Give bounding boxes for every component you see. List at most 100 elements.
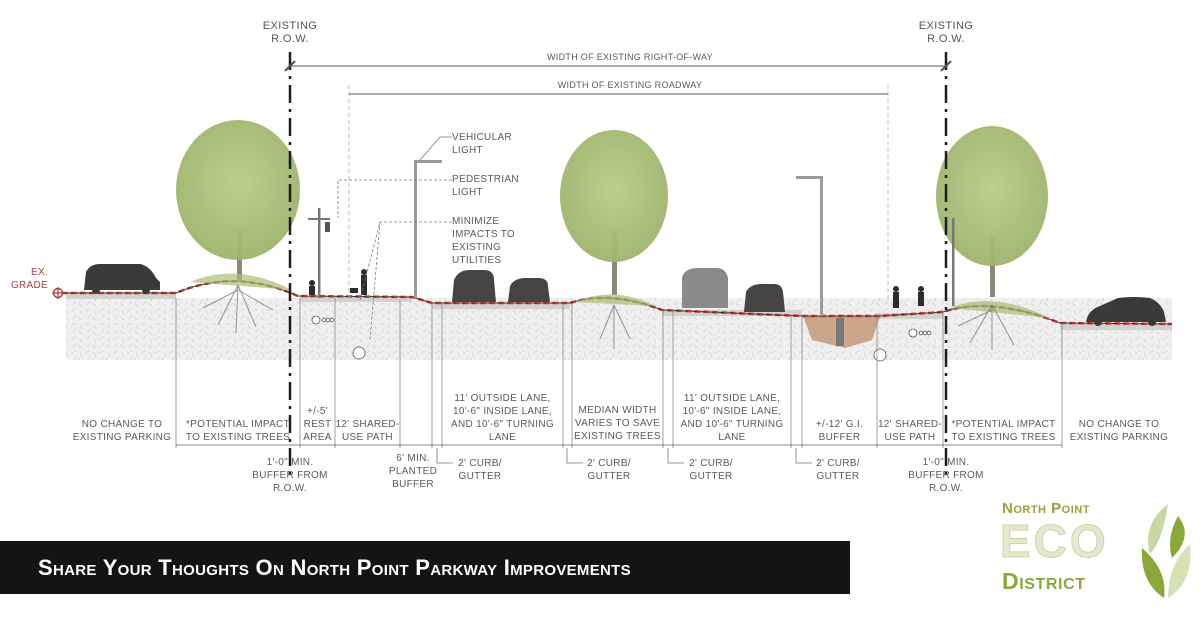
label-line: PLANTED	[388, 466, 438, 477]
label-line: LIGHT	[452, 187, 483, 198]
label-line: 2' CURB/	[458, 458, 502, 469]
label-line: USE PATH	[884, 432, 936, 443]
label-line: GUTTER	[587, 471, 631, 482]
label-line: 12' SHARED-	[335, 419, 400, 430]
label-line: EXISTING TREES	[574, 431, 661, 442]
segment-trees-right: *POTENTIAL IMPACT TO EXISTING TREES	[945, 418, 1062, 444]
note-curb-2: 2' CURB/ GUTTER	[584, 457, 634, 483]
leaf-icon	[1141, 504, 1191, 598]
label-line: 1'-0" MIN.	[266, 457, 314, 468]
label-line: *POTENTIAL IMPACT	[951, 419, 1056, 430]
label-line: 2' CURB/	[816, 458, 860, 469]
pedestrian-light-pole-right-icon	[952, 218, 955, 306]
vehicular-light-pole-icon	[414, 160, 442, 298]
tree-left-icon	[176, 120, 300, 290]
label-line: BUFFER FROM	[252, 470, 328, 481]
pedestrian-light-callout: PEDESTRIAN LIGHT	[452, 173, 519, 199]
callout-leaders	[337, 136, 452, 341]
label-line: *POTENTIAL IMPACT	[185, 419, 290, 430]
note-buffer-left: 1'-0" MIN. BUFFER FROM R.O.W.	[250, 456, 330, 495]
label-line: R.O.W.	[927, 33, 965, 45]
label-line: +/-12' G.I.	[815, 419, 864, 430]
label-line: 6' MIN.	[396, 453, 430, 464]
label-line: BUFFER	[818, 432, 861, 443]
utilities-callout: MINIMIZE IMPACTS TO EXISTING UTILITIES	[452, 215, 515, 267]
label-line: EXISTING PARKING	[1069, 432, 1169, 443]
pedestrians-right-icon	[893, 286, 924, 308]
label-line: IMPACTS TO	[452, 229, 516, 240]
label-line: MEDIAN WIDTH	[578, 405, 657, 416]
label-line: AREA	[303, 432, 332, 443]
tree-median-icon	[560, 130, 668, 306]
gi-buffer-swale	[803, 316, 880, 348]
segment-gi-buffer: +/-12' G.I. BUFFER	[802, 418, 877, 444]
label-line: USE PATH	[342, 432, 393, 443]
label-line: R.O.W.	[271, 33, 309, 45]
label-line: R.O.W.	[928, 483, 964, 494]
pedestrians-left-icon	[309, 269, 367, 295]
bus-lane-1-icon	[682, 268, 728, 308]
segment-dividers	[175, 298, 1063, 448]
segment-rest-area: +/-5' REST AREA	[300, 405, 335, 444]
label-line: EXISTING	[918, 20, 974, 32]
parked-suv-left-icon	[84, 264, 160, 294]
label-line: MINIMIZE	[452, 216, 500, 227]
segment-median: MEDIAN WIDTH VARIES TO SAVE EXISTING TRE…	[572, 404, 663, 443]
car-lane-1-icon	[452, 270, 496, 302]
label-line: VARIES TO SAVE	[574, 418, 661, 429]
row-width-label: WIDTH OF EXISTING RIGHT-OF-WAY	[547, 52, 713, 62]
label-line: NO CHANGE TO	[81, 419, 163, 430]
label-line: GRADE	[10, 280, 48, 291]
car-lane-3-icon	[744, 284, 785, 312]
label-line: LIGHT	[452, 145, 483, 156]
label-line: EXISTING	[262, 20, 318, 32]
logo-line-3: District	[1002, 568, 1086, 594]
note-curb-1: 2' CURB/ GUTTER	[455, 457, 505, 483]
label-line: AND 10'-6" TURNING	[451, 419, 554, 430]
logo-line-1: North Point	[1002, 500, 1090, 517]
label-line: TO EXISTING TREES	[951, 432, 1056, 443]
logo-line-2: ECO	[1000, 515, 1109, 567]
label-line: REST	[303, 419, 332, 430]
label-line: 12' SHARED-	[877, 419, 943, 430]
vehicular-light-pole-right-icon	[796, 176, 823, 316]
call-to-action-banner: Share Your Thoughts On North Point Parkw…	[0, 541, 850, 594]
banner-text: Share Your Thoughts On North Point Parkw…	[38, 554, 631, 580]
label-line: GUTTER	[816, 471, 860, 482]
segment-lanes-right: 11' OUTSIDE LANE, 10'-6" INSIDE LANE, AN…	[673, 392, 791, 444]
label-line: +/-5'	[307, 406, 328, 417]
segment-lanes-left: 11' OUTSIDE LANE, 10'-6" INSIDE LANE, AN…	[442, 392, 563, 444]
label-line: 11' OUTSIDE LANE,	[454, 393, 551, 404]
curb-leaders	[436, 448, 812, 464]
label-line: 11' OUTSIDE LANE,	[683, 393, 781, 404]
parked-car-right-icon	[1086, 297, 1166, 326]
label-line: PEDESTRIAN	[452, 174, 519, 185]
label-line: TO EXISTING TREES	[185, 432, 291, 443]
grade-marker-icon	[52, 287, 64, 299]
label-line: 1'-0" MIN.	[922, 457, 970, 468]
label-line: 2' CURB/	[587, 458, 631, 469]
existing-grade-label: EX. GRADE	[4, 266, 48, 292]
existing-row-right-label: EXISTING R.O.W.	[906, 20, 986, 46]
label-line: 2' CURB/	[689, 458, 733, 469]
label-line: GUTTER	[689, 471, 733, 482]
label-line: UTILITIES	[452, 255, 502, 266]
label-line: VEHICULAR	[452, 132, 512, 143]
label-line: EX.	[30, 267, 48, 278]
note-planted-buffer: 6' MIN. PLANTED BUFFER	[388, 452, 438, 491]
label-line: GUTTER	[458, 471, 502, 482]
label-line: 10'-6" INSIDE LANE,	[682, 406, 782, 417]
dimension-row-width	[284, 60, 952, 72]
label-line: BUFFER FROM	[908, 470, 984, 481]
label-line: NO CHANGE TO	[1078, 419, 1160, 430]
car-lane-2-icon	[508, 278, 550, 302]
label-line: 10'-6" INSIDE LANE,	[453, 406, 552, 417]
label-line: R.O.W.	[272, 483, 308, 494]
existing-row-left-label: EXISTING R.O.W.	[250, 20, 330, 46]
note-curb-4: 2' CURB/ GUTTER	[813, 457, 863, 483]
label-line: LANE	[488, 432, 517, 443]
label-line: BUFFER	[392, 479, 434, 490]
label-line: EXISTING	[452, 242, 502, 253]
